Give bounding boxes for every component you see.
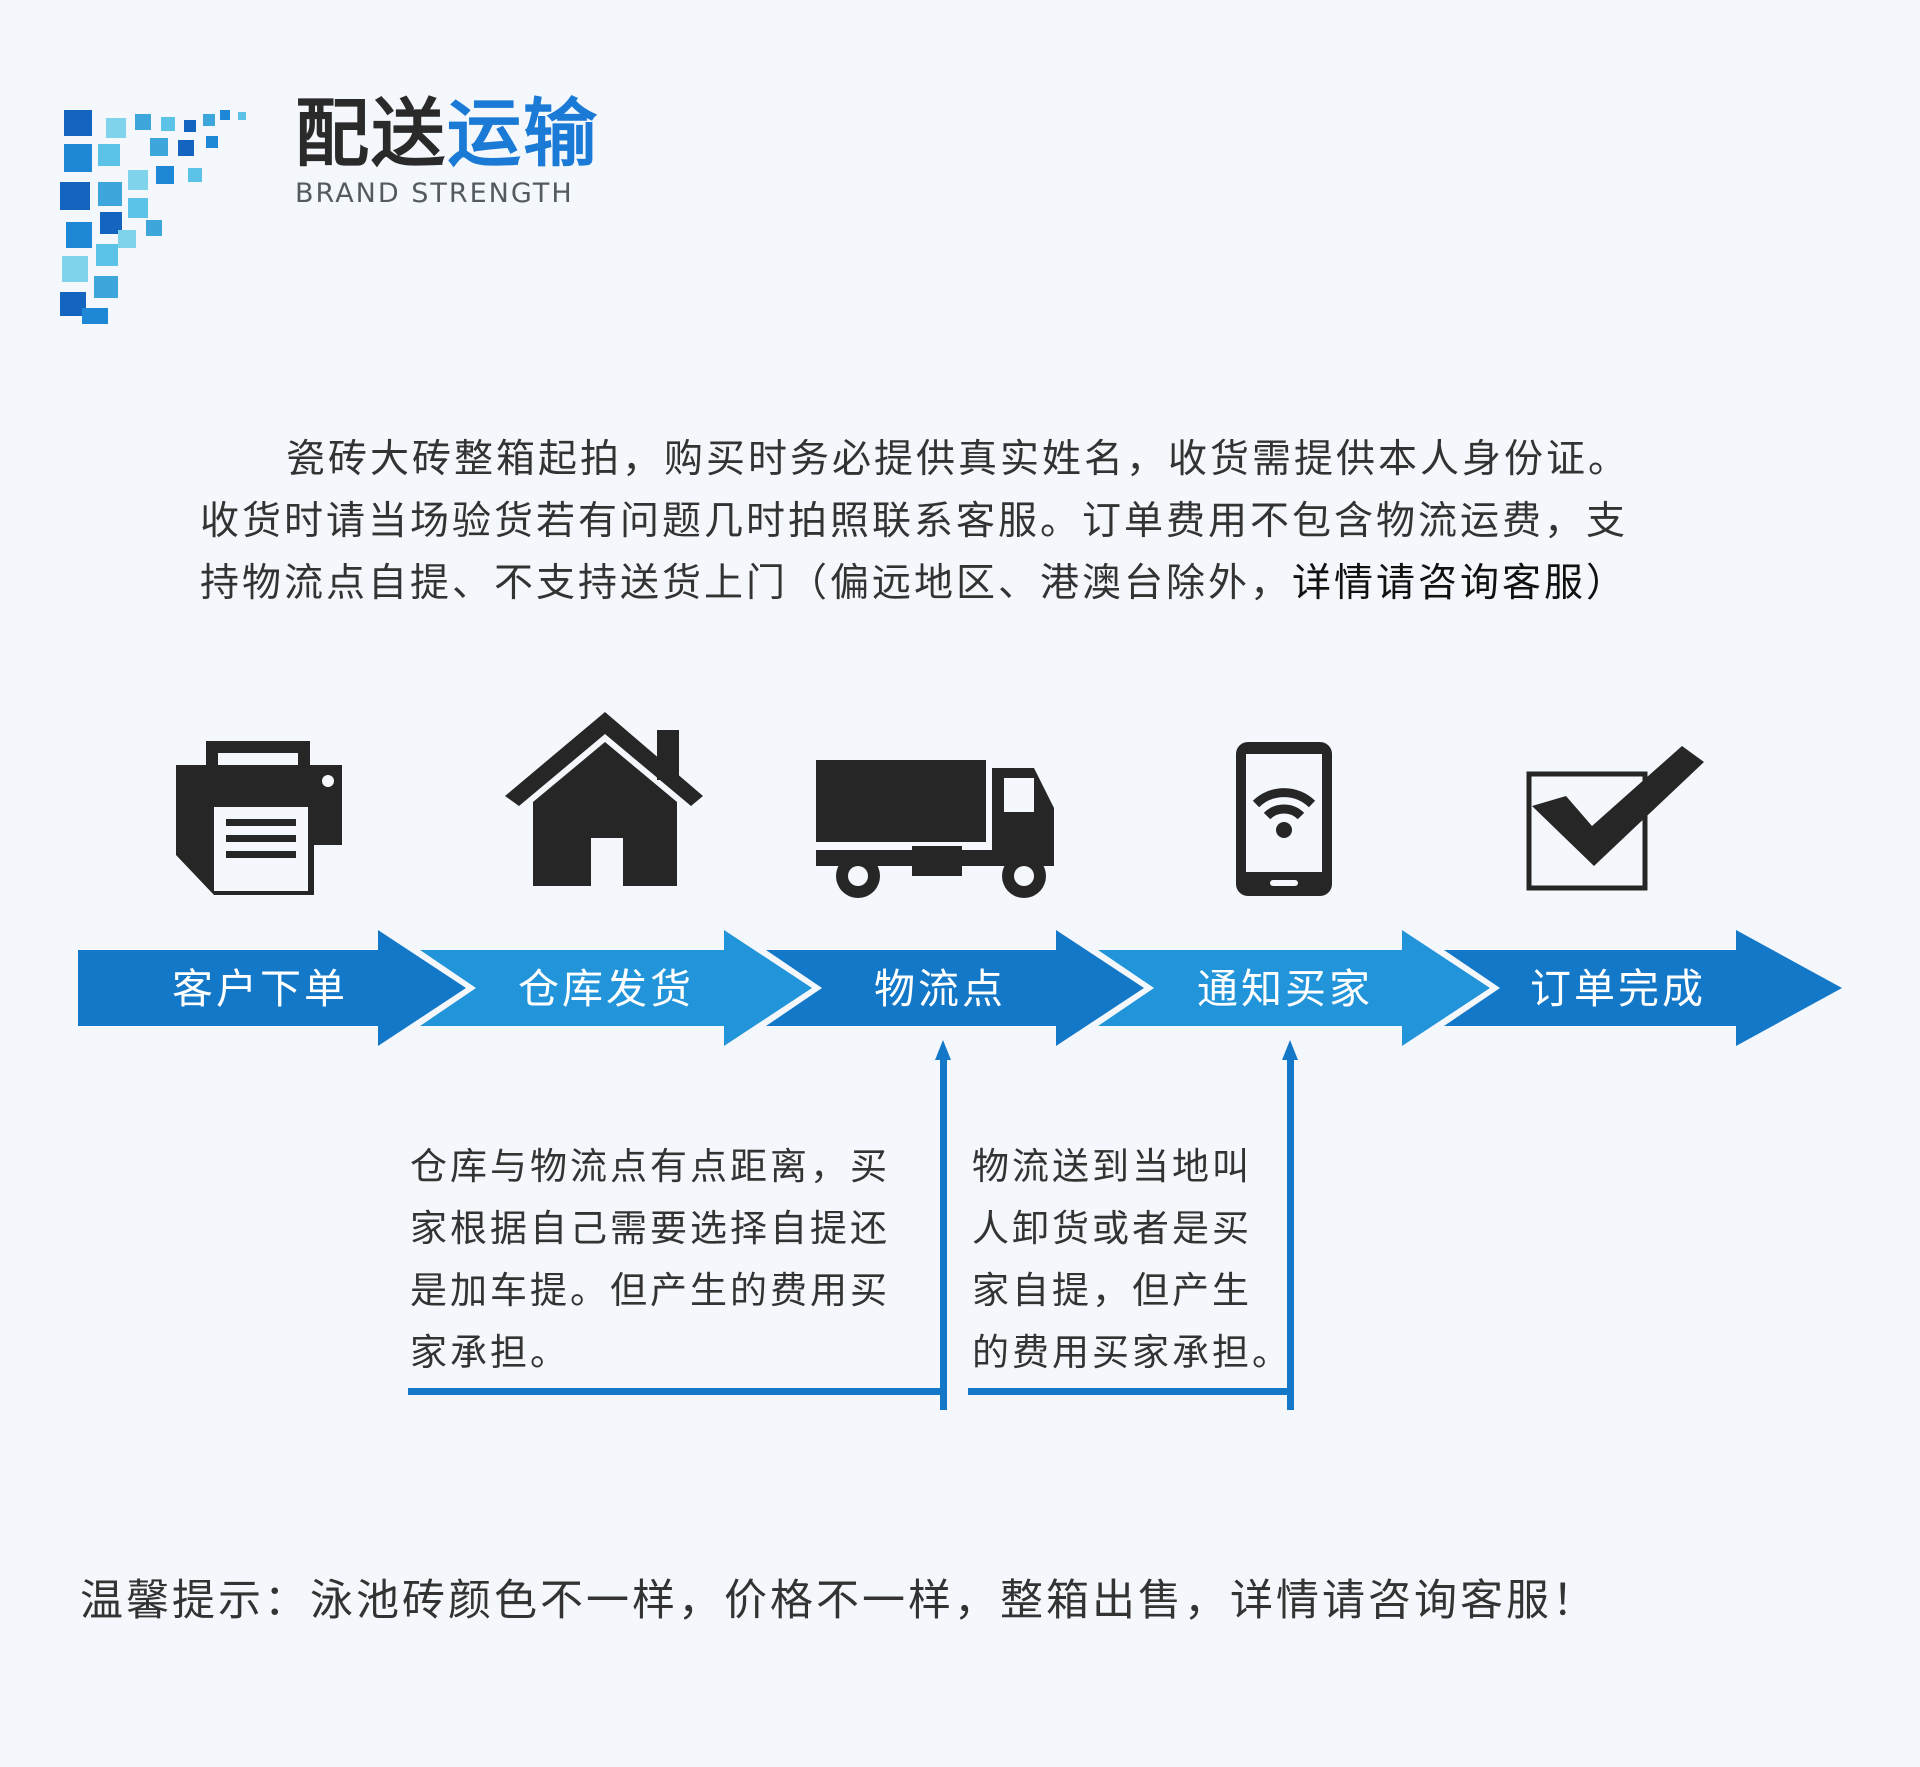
truck-icon	[816, 760, 1054, 898]
delivery-note-line: 人卸货或者是买	[972, 1207, 1252, 1250]
logo-mosaic-icon	[60, 110, 246, 324]
step-label-1: 客户下单	[172, 965, 348, 1013]
intro-line-3-regular: 持物流点自提、不支持送货上门（偏远地区、港澳台除外，	[200, 561, 1293, 606]
warehouse-note-line: 家根据自己需要选择自提还	[410, 1207, 890, 1250]
delivery-note-line: 的费用买家承担。	[972, 1331, 1292, 1374]
warm-tip: 温馨提示：泳池砖颜色不一样，价格不一样，整箱出售，详情请咨询客服！	[80, 1576, 1598, 1626]
brand-header: 配送运输 BRAND STRENGTH	[295, 92, 599, 209]
warehouse-note-line: 是加车提。但产生的费用买	[410, 1269, 890, 1312]
intro-line-3: 持物流点自提、不支持送货上门（偏远地区、港澳台除外，详情请咨询客服）	[200, 553, 1628, 615]
step-arrow-3: 物流点	[766, 930, 1144, 1046]
warehouse-note-line: 家承担。	[410, 1331, 570, 1374]
warehouse-note-bracket	[408, 1040, 951, 1410]
page-title: 配送运输	[295, 92, 599, 176]
delivery-note-line: 物流送到当地叫	[972, 1145, 1252, 1188]
phone-wifi-icon	[1236, 742, 1332, 896]
printer-icon	[176, 741, 342, 895]
delivery-note: 物流送到当地叫 人卸货或者是买 家自提，但产生 的费用买家承担。	[972, 1136, 1292, 1384]
note-connectors	[408, 1040, 1298, 1410]
step-arrow-2: 仓库发货	[420, 930, 812, 1046]
step-label-2: 仓库发货	[518, 965, 694, 1013]
intro-line-1: 瓷砖大砖整箱起拍，购买时务必提供真实姓名，收货需提供本人身份证。	[286, 437, 1631, 482]
step-arrow-1: 客户下单	[78, 930, 466, 1046]
house-icon	[505, 712, 703, 886]
process-steps: 客户下单 仓库发货 物流点 通知买家 订单完成	[78, 930, 1842, 1046]
step-label-4: 通知买家	[1197, 965, 1373, 1013]
title-part-blue: 运输	[447, 91, 599, 177]
warehouse-note: 仓库与物流点有点距离，买 家根据自己需要选择自提还 是加车提。但产生的费用买 家…	[410, 1136, 890, 1384]
step-label-5: 订单完成	[1530, 965, 1706, 1013]
delivery-note-bracket	[968, 1040, 1298, 1410]
title-part-dark: 配送	[295, 91, 447, 177]
step-arrow-4: 通知买家	[1098, 930, 1490, 1046]
step-arrow-5: 订单完成	[1444, 930, 1842, 1046]
intro-line-3-emphasis: 详情请咨询客服）	[1292, 561, 1629, 606]
brand-subtitle: BRAND STRENGTH	[295, 178, 574, 209]
checkbox-icon	[1526, 746, 1704, 891]
step-label-3: 物流点	[874, 965, 1006, 1013]
warehouse-note-line: 仓库与物流点有点距离，买	[410, 1145, 890, 1188]
intro-line-2: 收货时请当场验货若有问题几时拍照联系客服。订单费用不包含物流运费，支	[200, 499, 1629, 544]
delivery-note-line: 家自提，但产生	[972, 1269, 1252, 1312]
